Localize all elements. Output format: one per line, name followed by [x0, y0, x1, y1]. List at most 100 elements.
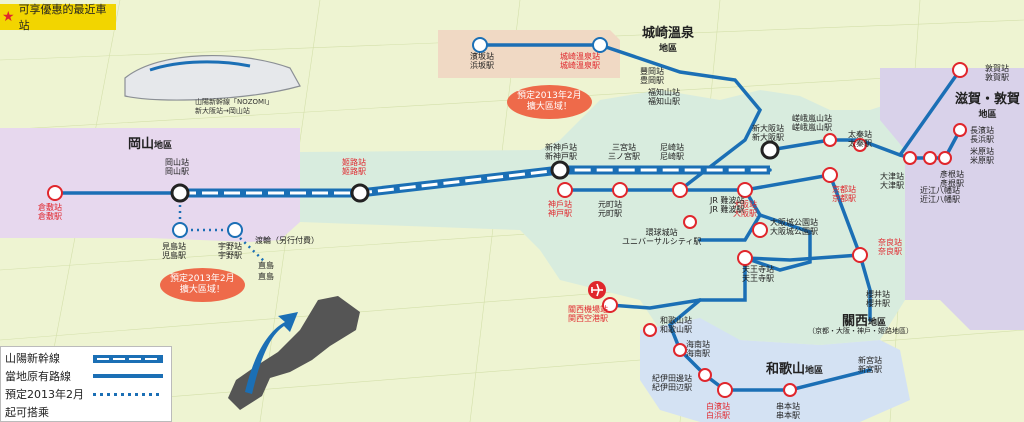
- station-marker[interactable]: [752, 222, 768, 238]
- station-name-jp: 姬路駅: [342, 167, 366, 176]
- station-label[interactable]: 福知山站福知山駅: [648, 88, 680, 106]
- station-marker[interactable]: [602, 297, 618, 313]
- station-marker[interactable]: [853, 138, 867, 152]
- station-marker[interactable]: [172, 222, 188, 238]
- station-label[interactable]: 長濱站長浜駅: [970, 126, 994, 144]
- station-label[interactable]: 見島站児島駅: [162, 242, 186, 260]
- station-label[interactable]: 新神戶站新神戸駅: [545, 143, 577, 161]
- station-label[interactable]: 岡山站岡山駅: [165, 158, 189, 176]
- station-name: 宇野站: [218, 242, 242, 251]
- station-marker[interactable]: [612, 182, 628, 198]
- station-marker[interactable]: [170, 183, 190, 203]
- station-marker[interactable]: [557, 182, 573, 198]
- station-marker[interactable]: [47, 185, 63, 201]
- station-marker[interactable]: [643, 323, 657, 337]
- station-marker[interactable]: [783, 383, 797, 397]
- station-label[interactable]: 環球城站ユニバーサルシティ駅: [622, 228, 701, 246]
- station-label[interactable]: 三宮站三ノ宮駅: [608, 143, 640, 161]
- station-name: 紀伊田邊站: [652, 374, 692, 383]
- station-label[interactable]: 京都站京都駅: [832, 185, 856, 203]
- station-name-jp: 神戸駅: [548, 209, 572, 218]
- legend-note-label: 可享優惠的最近車站: [18, 3, 107, 32]
- station-label[interactable]: 櫻井站櫻井駅: [866, 290, 890, 308]
- station-label[interactable]: 近江八幡站近江八幡駅: [920, 186, 960, 204]
- station-label[interactable]: 倉敷站倉敷駅: [38, 203, 62, 221]
- station-name: 敦賀站: [985, 64, 1009, 73]
- ferry-label: 渡輪（另行付費）: [255, 236, 319, 245]
- station-label[interactable]: 大阪站大阪駅: [733, 200, 757, 218]
- station-name-jp: 三ノ宮駅: [608, 152, 640, 161]
- station-name-jp: 米原駅: [970, 156, 994, 165]
- station-name-jp: 新宮駅: [858, 365, 882, 374]
- station-label[interactable]: 城崎溫泉站城崎溫泉駅: [560, 52, 600, 70]
- station-label[interactable]: 敦賀站敦賀駅: [985, 64, 1009, 82]
- shinkansen-line: [180, 165, 770, 198]
- station-name-jp: 敦賀駅: [985, 73, 1009, 82]
- station-marker[interactable]: [923, 151, 937, 165]
- station-label[interactable]: 彥根站彥根駅: [940, 170, 964, 188]
- station-label[interactable]: 奈良站奈良駅: [878, 238, 902, 256]
- station-label[interactable]: 新大阪站新大阪駅: [752, 124, 784, 142]
- station-marker[interactable]: [550, 160, 570, 180]
- station-label[interactable]: 和歌山站和歌山駅: [660, 316, 692, 334]
- station-marker[interactable]: [683, 215, 697, 229]
- station-label[interactable]: 白濱站白浜駅: [706, 402, 730, 420]
- station-marker[interactable]: [227, 222, 243, 238]
- station-label[interactable]: 宇野站宇野駅: [218, 242, 242, 260]
- station-name: 白濱站: [706, 402, 730, 411]
- station-marker[interactable]: [823, 133, 837, 147]
- station-marker[interactable]: [953, 123, 967, 137]
- station-label[interactable]: 元町站元町駅: [598, 200, 622, 218]
- okayama-region-title: 岡山地區: [128, 137, 173, 152]
- station-name-jp: 城崎溫泉駅: [560, 61, 600, 70]
- station-name-jp: 長浜駅: [970, 135, 994, 144]
- station-marker[interactable]: [737, 250, 753, 266]
- station-label[interactable]: 大津站大津駅: [880, 172, 904, 190]
- station-marker[interactable]: [350, 183, 370, 203]
- station-label[interactable]: 大阪城公園站大阪城公園駅: [770, 218, 818, 236]
- station-label[interactable]: 米原站米原駅: [970, 147, 994, 165]
- station-name: 城崎溫泉站: [560, 52, 600, 61]
- legend-existing-swatch: [93, 374, 163, 378]
- japan-inset-map: [228, 296, 360, 410]
- station-marker[interactable]: [698, 368, 712, 382]
- station-marker[interactable]: [938, 151, 952, 165]
- station-name: 近江八幡站: [920, 186, 960, 195]
- station-label[interactable]: 紀伊田邊站紀伊田辺駅: [652, 374, 692, 392]
- station-label[interactable]: 神戶站神戸駅: [548, 200, 572, 218]
- station-label[interactable]: 天王寺站天王寺駅: [742, 265, 774, 283]
- station-marker[interactable]: [717, 382, 733, 398]
- shiga-region-title: 滋賀・敦賀地區: [955, 92, 1021, 120]
- expansion-bubble: 預定2013年2月擴大區域！: [160, 268, 245, 302]
- station-label[interactable]: 太秦站太秦駅: [848, 130, 872, 148]
- station-marker[interactable]: [737, 182, 753, 198]
- station-label[interactable]: 豐岡站豊岡駅: [640, 67, 664, 85]
- bullet-train-image: [124, 54, 301, 101]
- station-label[interactable]: 姬路站姬路駅: [342, 158, 366, 176]
- station-name-jp: 尼崎駅: [660, 152, 684, 161]
- station-label[interactable]: 嵯峨嵐山站嵯峨嵐山駅: [792, 114, 832, 132]
- legend-shinkansen: 山陽新幹線: [5, 352, 60, 365]
- station-name: 濱坂站: [470, 52, 494, 61]
- legend-planned: 預定2013年2月: [5, 388, 84, 401]
- station-marker[interactable]: [903, 151, 917, 165]
- station-name-jp: 海南駅: [686, 349, 710, 358]
- station-label[interactable]: 串本站串本駅: [776, 402, 800, 420]
- station-label[interactable]: 新宮站新宮駅: [858, 356, 882, 374]
- station-marker[interactable]: [822, 167, 838, 183]
- station-name: 新神戶站: [545, 143, 577, 152]
- station-marker[interactable]: [592, 37, 608, 53]
- station-marker[interactable]: [672, 182, 688, 198]
- station-marker[interactable]: [472, 37, 488, 53]
- station-label[interactable]: 海南站海南駅: [686, 340, 710, 358]
- station-label[interactable]: 關西機場站関西空港駅: [568, 305, 608, 323]
- station-name-jp: 串本駅: [776, 411, 800, 420]
- station-marker[interactable]: [673, 343, 687, 357]
- station-marker[interactable]: [760, 140, 780, 160]
- station-name-jp: 大阪城公園駅: [770, 227, 818, 236]
- station-label[interactable]: 尼崎站尼崎駅: [660, 143, 684, 161]
- station-label[interactable]: 濱坂站浜坂駅: [470, 52, 494, 70]
- station-marker[interactable]: [952, 62, 968, 78]
- station-marker[interactable]: [852, 247, 868, 263]
